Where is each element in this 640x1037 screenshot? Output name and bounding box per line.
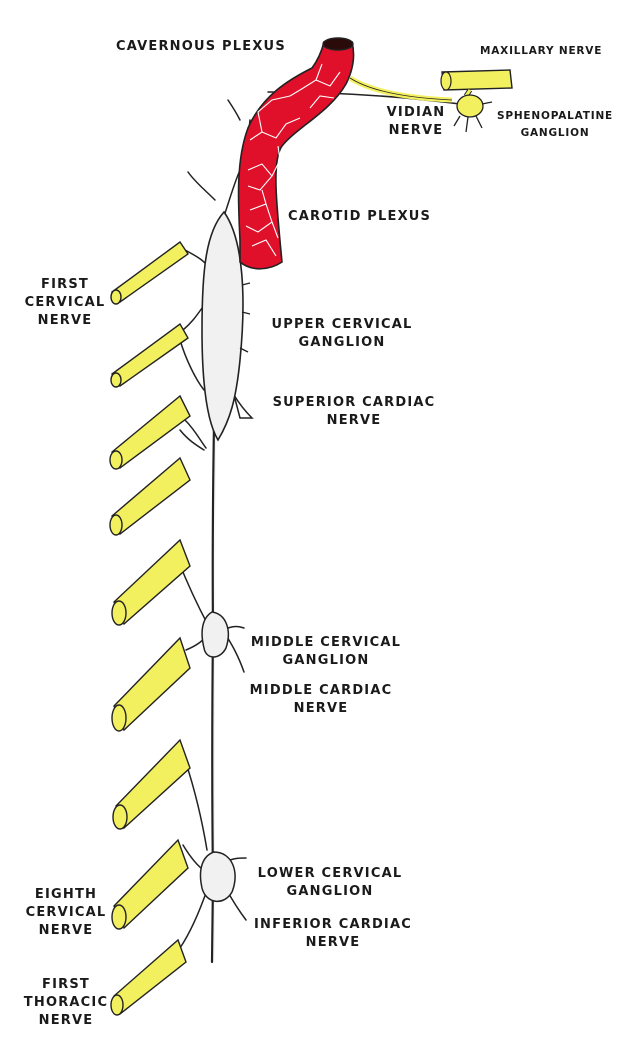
eighth-cervical-nerve-label: EIGHTH CERVICAL NERVE — [25, 887, 107, 938]
eighth-cervical-nerve-shape — [111, 838, 189, 930]
first-cervical-nerve-label: FIRST CERVICAL NERVE — [24, 277, 106, 328]
third-cervical-nerve-shape — [109, 394, 191, 470]
sixth-cervical-nerve-shape — [111, 636, 191, 732]
superior-cardiac-nerve-label: SUPERIOR CARDIAC NERVE — [272, 395, 436, 428]
maxillary-nerve-label: MAXILLARY NERVE — [480, 45, 603, 57]
sphenopalatine-ganglion-shape — [456, 94, 484, 118]
middle-cervical-ganglion-shape — [201, 611, 230, 658]
artery-lumen — [322, 37, 354, 51]
second-cervical-nerve-shape — [110, 322, 189, 388]
vidian-nerve-label: VIDIAN NERVE — [386, 105, 446, 138]
artery-shape — [237, 41, 355, 270]
first-cervical-nerve-shape — [110, 241, 189, 305]
fourth-cervical-nerve-shape — [109, 456, 191, 536]
superior-cardiac-branch — [233, 394, 254, 419]
carotid-plexus-network — [245, 63, 341, 257]
upper-cervical-ganglion-label: UPPER CERVICAL GANGLION — [271, 317, 413, 350]
middle-cervical-ganglion-label: MIDDLE CERVICAL GANGLION — [250, 635, 402, 668]
upper-cervical-ganglion-shape — [201, 210, 244, 442]
lower-cervical-ganglion-shape — [199, 851, 236, 902]
first-thoracic-nerve-shape — [110, 938, 187, 1016]
middle-cardiac-nerve-label: MIDDLE CARDIAC NERVE — [249, 683, 393, 716]
carotid-plexus-label: CAROTID PLEXUS — [288, 209, 432, 224]
maxillary-nerve-group — [348, 69, 513, 133]
carotid-artery — [237, 37, 355, 270]
maxillary-nerve-shape — [441, 69, 513, 91]
lower-cervical-ganglion-label: LOWER CERVICAL GANGLION — [257, 866, 403, 899]
upper-twig — [187, 171, 216, 201]
fifth-cervical-nerve-shape — [111, 538, 191, 626]
first-thoracic-nerve-label: FIRST THORACIC NERVE — [23, 977, 109, 1028]
cavernous-plexus-label: CAVERNOUS PLEXUS — [116, 39, 286, 54]
seventh-cervical-nerve-shape — [112, 738, 191, 830]
sphenopalatine-ganglion-label: SPHENOPALATINE GANGLION — [496, 110, 614, 139]
inferior-cardiac-nerve-label: INFERIOR CARDIAC NERVE — [254, 917, 412, 950]
spinal-nerves — [109, 241, 191, 1016]
